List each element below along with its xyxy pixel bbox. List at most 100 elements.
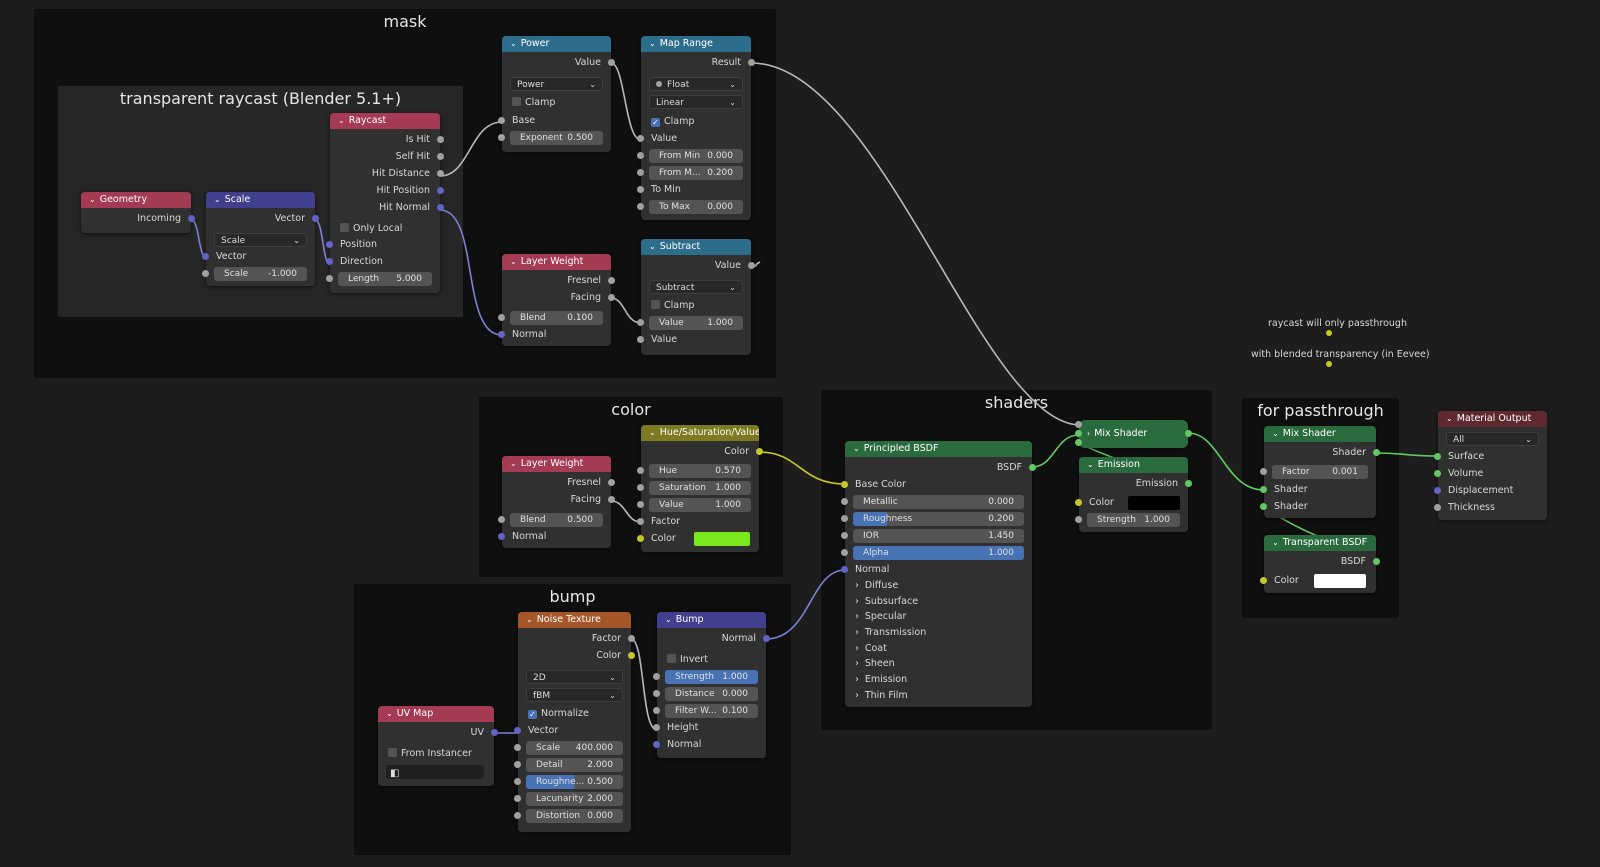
panel-specular[interactable]: › Specular	[845, 609, 1032, 625]
data-type-dropdown[interactable]: Float⌄	[649, 77, 743, 91]
chevron-down-icon[interactable]: ⌄	[649, 242, 656, 251]
panel-transmission[interactable]: › Transmission	[845, 625, 1032, 641]
scale-field[interactable]: Scale-1.000	[214, 267, 307, 281]
transparent-color-swatch[interactable]	[1314, 574, 1366, 588]
socket-blend[interactable]	[498, 314, 505, 321]
socket-ior[interactable]	[841, 532, 848, 539]
chevron-down-icon[interactable]: ⌄	[214, 195, 221, 204]
node-map-range[interactable]: ⌄Map Range Result Float⌄ Linear⌄ ✓Clamp …	[637, 36, 755, 220]
socket-from-min[interactable]	[637, 152, 644, 159]
socket-to-max[interactable]	[637, 203, 644, 210]
node-noise-header[interactable]: ⌄Noise Texture	[518, 612, 631, 628]
node-layer-weight-header[interactable]: ⌄Layer Weight	[502, 254, 611, 270]
socket-bsdf[interactable]	[1029, 464, 1036, 471]
from-instancer-checkbox[interactable]	[388, 748, 397, 757]
node-scale-header[interactable]: ⌄Scale	[206, 192, 315, 208]
socket-normal[interactable]	[841, 566, 848, 573]
panel-thin-film[interactable]: › Thin Film	[845, 688, 1032, 704]
socket-fresnel[interactable]	[608, 277, 615, 284]
chevron-down-icon[interactable]: ⌄	[510, 39, 517, 48]
socket-facing[interactable]	[608, 294, 615, 301]
chevron-down-icon[interactable]: ⌄	[853, 444, 860, 453]
chevron-down-icon[interactable]: ⌄	[1272, 538, 1279, 547]
socket-result[interactable]	[748, 59, 755, 66]
scale-mode-dropdown[interactable]: Scale⌄	[214, 233, 307, 247]
panel-subsurface[interactable]: › Subsurface	[845, 594, 1032, 610]
socket-strength[interactable]	[1075, 516, 1082, 523]
socket-shader-out[interactable]	[1185, 430, 1192, 437]
chevron-down-icon[interactable]: ⌄	[338, 116, 345, 125]
socket-lacunarity[interactable]	[514, 795, 521, 802]
socket-normal[interactable]	[498, 533, 505, 540]
socket-roughness[interactable]	[514, 778, 521, 785]
socket-alpha[interactable]	[841, 549, 848, 556]
socket-length[interactable]	[326, 275, 333, 282]
socket-exponent[interactable]	[498, 134, 505, 141]
node-noise-texture[interactable]: ⌄Noise Texture Factor Color 2D⌄ fBM⌄ ✓No…	[514, 612, 635, 832]
socket-vector-in[interactable]	[202, 253, 209, 260]
socket-shader-2[interactable]	[1260, 503, 1267, 510]
socket-uv[interactable]	[491, 729, 498, 736]
socket-value-out[interactable]	[608, 59, 615, 66]
socket-normal-in[interactable]	[653, 741, 660, 748]
interpolation-dropdown[interactable]: Linear⌄	[649, 95, 743, 109]
emission-color-swatch[interactable]	[1128, 496, 1180, 510]
socket-from-max[interactable]	[637, 169, 644, 176]
socket-normal[interactable]	[498, 331, 505, 338]
socket-height[interactable]	[653, 724, 660, 731]
chevron-down-icon[interactable]: ⌄	[1087, 460, 1094, 469]
socket-scale[interactable]	[514, 744, 521, 751]
socket-shader-out[interactable]	[1373, 449, 1380, 456]
socket-hit-position[interactable]	[437, 187, 444, 194]
node-bump-header[interactable]: ⌄Bump	[657, 612, 766, 628]
socket-value-a[interactable]	[637, 319, 644, 326]
node-mix-shader-header[interactable]: ›Mix Shader	[1079, 420, 1188, 448]
chevron-right-icon[interactable]: ›	[1087, 429, 1091, 438]
socket-value-in[interactable]	[637, 135, 644, 142]
noise-type-dropdown[interactable]: fBM⌄	[526, 688, 623, 702]
color-swatch[interactable]	[694, 532, 750, 546]
socket-surface[interactable]	[1434, 453, 1441, 460]
socket-roughness[interactable]	[841, 515, 848, 522]
panel-sheen[interactable]: › Sheen	[845, 656, 1032, 672]
socket-direction[interactable]	[326, 258, 333, 265]
socket-is-hit[interactable]	[437, 136, 444, 143]
socket-vector-out[interactable]	[312, 215, 319, 222]
node-material-output[interactable]: ⌄Material Output All⌄ Surface Volume Dis…	[1434, 411, 1547, 520]
node-geometry[interactable]: ⌄Geometry Incoming	[81, 192, 195, 233]
chevron-down-icon[interactable]: ⌄	[665, 615, 672, 624]
node-uv-map-header[interactable]: ⌄UV Map	[378, 706, 494, 722]
chevron-down-icon[interactable]: ⌄	[526, 615, 533, 624]
socket-vector[interactable]	[514, 727, 521, 734]
node-raycast[interactable]: ⌄Raycast Is Hit Self Hit Hit Distance Hi…	[326, 113, 444, 293]
socket-position[interactable]	[326, 241, 333, 248]
socket-shader-in-1[interactable]	[1075, 430, 1082, 437]
clamp-checkbox[interactable]	[651, 300, 660, 309]
socket-factor[interactable]	[637, 518, 644, 525]
socket-distance[interactable]	[653, 690, 660, 697]
socket-strength[interactable]	[653, 673, 660, 680]
node-mix-shader-header[interactable]: ⌄Mix Shader	[1264, 426, 1376, 442]
chevron-down-icon[interactable]: ⌄	[89, 195, 96, 204]
socket-scale[interactable]	[202, 270, 209, 277]
socket-thickness[interactable]	[1434, 504, 1441, 511]
socket-color-out[interactable]	[756, 448, 763, 455]
normalize-checkbox[interactable]: ✓	[528, 710, 537, 719]
